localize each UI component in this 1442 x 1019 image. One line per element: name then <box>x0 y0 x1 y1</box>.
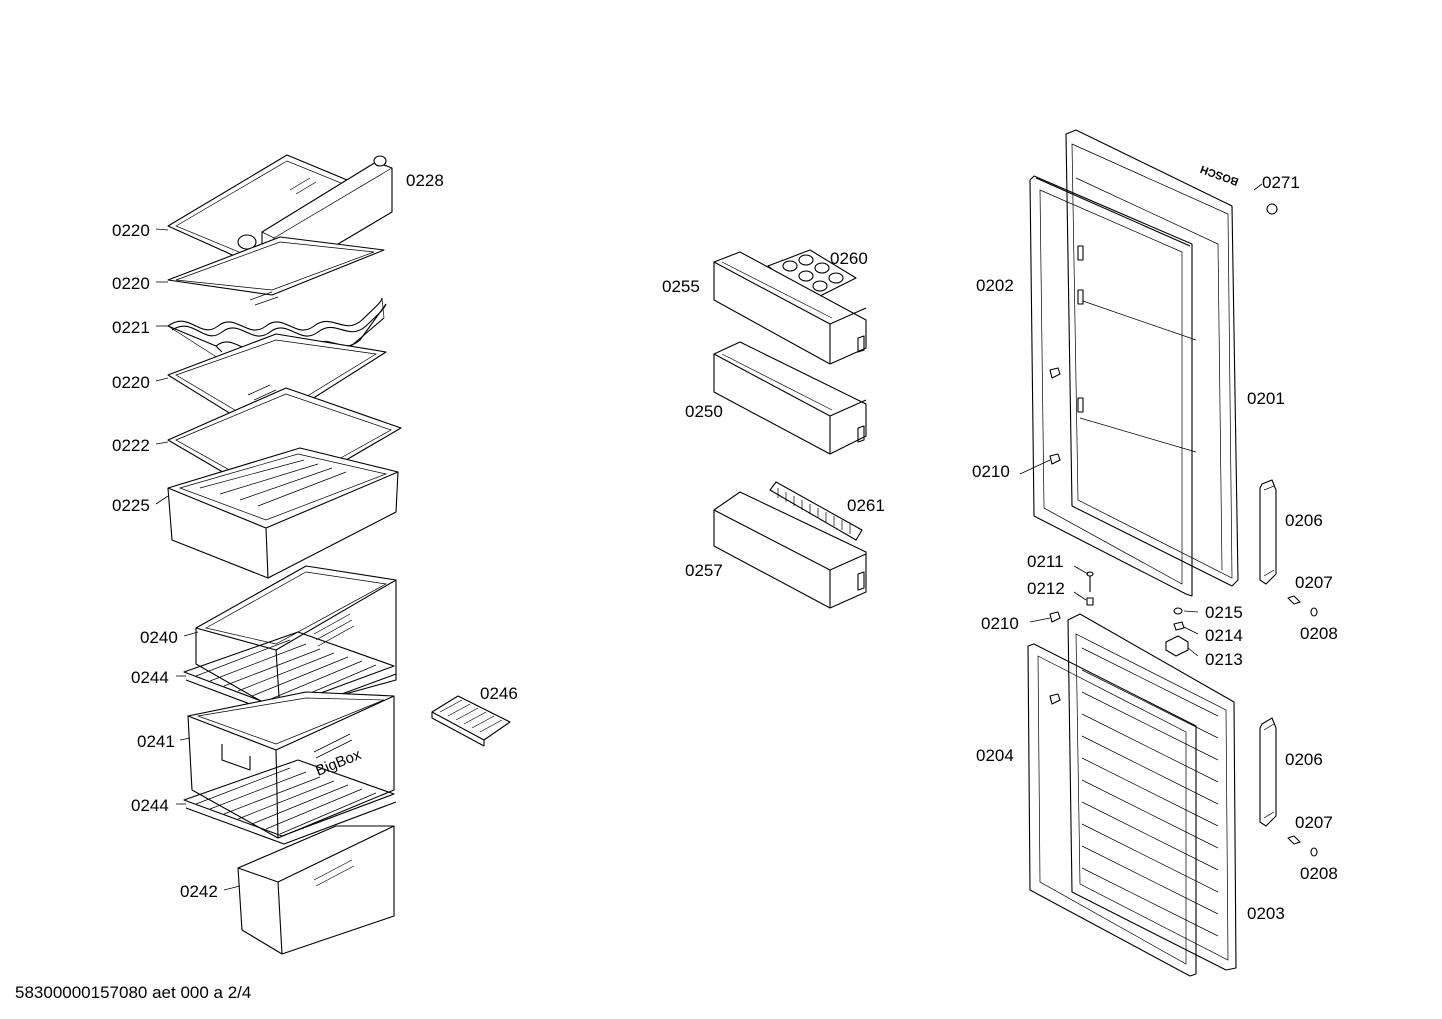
screw-0207-a <box>1287 595 1301 605</box>
label-0220-b: 0220 <box>112 274 150 293</box>
label-0210-a: 0210 <box>972 462 1010 481</box>
cap-0208-a <box>1310 607 1318 617</box>
lower-door-gasket-0204 <box>1027 643 1197 977</box>
label-0228: 0228 <box>406 171 444 190</box>
lower-door-0203 <box>1067 613 1237 971</box>
door-bin-0250 <box>713 341 867 455</box>
screw-0214 <box>1173 621 1185 631</box>
label-0204: 0204 <box>976 746 1014 765</box>
label-0260: 0260 <box>830 249 868 268</box>
handle-0206-b <box>1259 717 1277 827</box>
washer-0215 <box>1173 607 1183 615</box>
label-0214: 0214 <box>1205 626 1243 645</box>
label-0210-b: 0210 <box>981 614 1019 633</box>
label-0208-b: 0208 <box>1300 864 1338 883</box>
cap-0208-b <box>1310 847 1318 857</box>
label-0206-b: 0206 <box>1285 750 1323 769</box>
label-0246: 0246 <box>480 684 518 703</box>
label-0220-c: 0220 <box>112 373 150 392</box>
label-0202: 0202 <box>976 276 1014 295</box>
bosch-logo-text: BOSCH <box>1199 163 1240 188</box>
ice-tray-0246 <box>431 695 511 747</box>
bigbox-drawer-0241: BigBox <box>187 691 395 839</box>
label-0212: 0212 <box>1027 579 1065 598</box>
label-0207-b: 0207 <box>1295 813 1333 832</box>
label-0201: 0201 <box>1247 389 1285 408</box>
upper-door-0201: BOSCH <box>1065 129 1278 587</box>
label-0208-a: 0208 <box>1300 624 1338 643</box>
label-0271: 0271 <box>1262 173 1300 192</box>
bushing-0212 <box>1086 597 1094 606</box>
leader-lines <box>155 183 1263 891</box>
glass-shelf-0220-b <box>167 236 385 306</box>
door-hinge-pin-0210-b <box>1049 611 1061 623</box>
document-footer: 58300000157080 aet 000 a 2/4 <box>15 983 251 1002</box>
door-bin-0257 <box>713 491 867 609</box>
label-0222: 0222 <box>112 436 150 455</box>
hinge-block-0213 <box>1165 635 1189 657</box>
upper-door-gasket-0202 <box>1029 175 1193 597</box>
part-labels: 0228 0220 0220 0221 0220 0222 0225 0240 … <box>112 171 1338 923</box>
label-0257: 0257 <box>685 561 723 580</box>
label-0241: 0241 <box>137 732 175 751</box>
wire-shelf-0244-b <box>183 759 397 845</box>
tray-0225 <box>167 447 399 579</box>
label-0255: 0255 <box>662 277 700 296</box>
label-0215: 0215 <box>1205 603 1243 622</box>
label-0244-b: 0244 <box>131 796 169 815</box>
logo-badge-0271 <box>1266 203 1278 215</box>
door-hinge-pin-0210-c <box>1049 693 1061 705</box>
label-0240: 0240 <box>140 628 178 647</box>
label-0244-a: 0244 <box>131 668 169 687</box>
label-0207-a: 0207 <box>1295 573 1333 592</box>
label-0206-a: 0206 <box>1285 511 1323 530</box>
label-0250: 0250 <box>685 402 723 421</box>
drawer-0240 <box>195 565 397 713</box>
bottle-divider-0261 <box>769 481 863 541</box>
handle-0206-a <box>1259 479 1277 585</box>
door-bin-0255 <box>713 251 867 365</box>
label-0213: 0213 <box>1205 650 1243 669</box>
screw-0207-b <box>1287 835 1301 845</box>
label-0261: 0261 <box>847 496 885 515</box>
label-0203: 0203 <box>1247 904 1285 923</box>
screw-0211 <box>1086 571 1094 592</box>
drawer-0242 <box>237 825 395 955</box>
label-0242: 0242 <box>180 882 218 901</box>
door-hinge-pin-0210-upper <box>1049 453 1061 465</box>
label-0211: 0211 <box>1027 552 1064 571</box>
label-0221: 0221 <box>112 318 150 337</box>
door-hinge-pin-0210-a <box>1049 367 1061 379</box>
label-0220-a: 0220 <box>112 221 150 240</box>
label-0225: 0225 <box>112 496 150 515</box>
